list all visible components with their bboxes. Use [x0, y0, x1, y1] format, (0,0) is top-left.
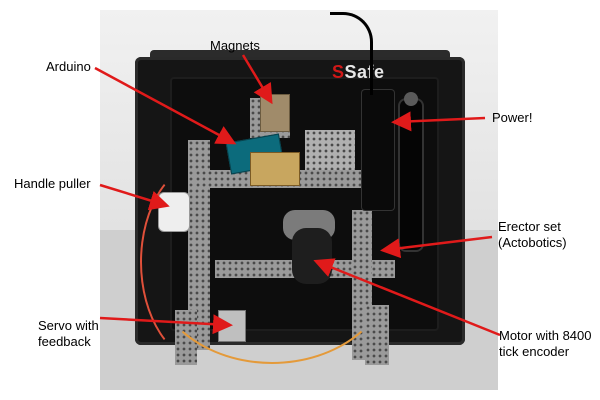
- safe-handle-knob: [404, 92, 418, 106]
- safe-photo: SSafe: [100, 10, 498, 390]
- label-motor-line2: tick encoder: [499, 343, 570, 359]
- label-erector-line1: Erector set: [498, 219, 561, 234]
- label-arduino: Arduino: [46, 59, 91, 74]
- label-magnets: Magnets: [210, 38, 260, 53]
- label-handle-puller: Handle puller: [14, 176, 91, 191]
- erector-box: [305, 130, 355, 170]
- safe-handle: [400, 100, 422, 250]
- label-power: Power!: [492, 110, 533, 125]
- power-cable: [330, 12, 373, 95]
- label-servo-line2: feedback: [38, 333, 91, 349]
- label-motor-line1: Motor with 8400: [499, 328, 592, 343]
- wire-red: [140, 160, 274, 364]
- label-erector-set: Erector set (Actobotics): [498, 219, 567, 250]
- power-adapter: [362, 90, 394, 210]
- wire-orange: [150, 170, 394, 364]
- label-servo: Servo with feedback: [38, 318, 99, 349]
- label-motor: Motor with 8400 tick encoder: [499, 328, 592, 359]
- magnet-block: [260, 94, 290, 132]
- label-servo-line1: Servo with: [38, 318, 99, 333]
- label-erector-line2: (Actobotics): [498, 234, 567, 250]
